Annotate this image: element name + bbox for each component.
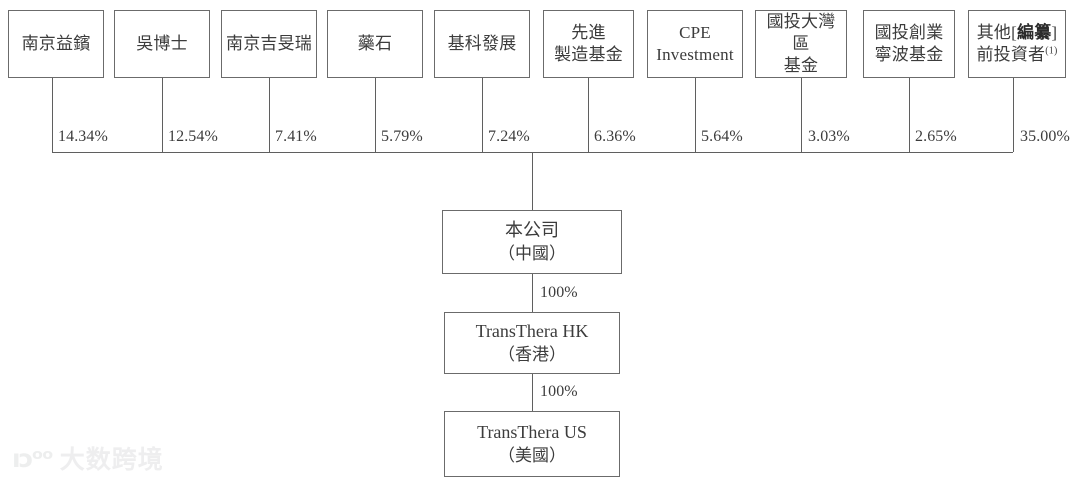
entity-box-transthera-hk[interactable]: TransThera HK （香港） [444, 312, 620, 374]
shareholder-footnote-marker-9: (1) [1045, 45, 1058, 57]
percent-label-2: 7.41% [275, 128, 317, 145]
shareholder-label-7-line1: 國投大灣區 [766, 12, 836, 54]
connector-drop-6 [695, 78, 696, 152]
shareholder-label-5-line2: 製造基金 [554, 45, 623, 64]
connector-drop-9 [1013, 78, 1014, 152]
shareholder-label-9-redaction-tag: 編纂 [1017, 23, 1052, 43]
entity-name-company: 本公司 [505, 220, 559, 241]
shareholder-label-6-line1: CPE [679, 23, 711, 43]
shareholder-box-4[interactable]: 基科發展 [434, 10, 530, 78]
connector-hk-to-us [532, 374, 533, 411]
shareholder-box-2[interactable]: 南京吉旻瑞 [221, 10, 317, 78]
shareholder-box-6[interactable]: CPE Investment [647, 10, 743, 78]
shareholder-box-0[interactable]: 南京益鑌 [8, 10, 104, 78]
connector-drop-1 [162, 78, 163, 152]
connector-drop-7 [801, 78, 802, 152]
entity-name-transthera-us: TransThera US [477, 422, 587, 443]
connector-drop-5 [588, 78, 589, 152]
watermark-text: 大数跨境 [59, 445, 164, 474]
shareholder-label-4: 基科發展 [447, 34, 517, 54]
shareholder-label-8-line1: 國投創業 [874, 23, 944, 43]
connector-drop-3 [375, 78, 376, 152]
entity-box-company[interactable]: 本公司 （中國） [442, 210, 622, 274]
connector-company-to-hk [532, 274, 533, 312]
ownership-label-company-to-hk: 100% [540, 284, 578, 301]
percent-label-7: 3.03% [808, 128, 850, 145]
percent-label-1: 12.54% [168, 128, 218, 145]
entity-name-transthera-hk: TransThera HK [475, 321, 589, 342]
connector-bus-to-company [532, 152, 533, 210]
entity-box-transthera-us[interactable]: TransThera US （美國） [444, 411, 620, 477]
shareholder-label-5-line1: 先進 [571, 23, 606, 43]
percent-label-5: 6.36% [594, 128, 636, 145]
connector-drop-8 [909, 78, 910, 152]
ownership-label-hk-to-us: 100% [540, 383, 578, 400]
shareholder-label-7-line2: 基金 [783, 55, 819, 75]
watermark-logo-icon: ıɔᵒᵒ [12, 443, 54, 473]
connector-drop-4 [482, 78, 483, 152]
shareholder-label-9-line2: 前投資者 [976, 45, 1046, 64]
connector-drop-0 [52, 78, 53, 152]
shareholder-label-1: 吳博士 [136, 34, 188, 54]
percent-label-8: 2.65% [915, 128, 957, 145]
shareholder-box-3[interactable]: 藥石 [327, 10, 423, 78]
watermark: ıɔᵒᵒ 大数跨境 [12, 440, 164, 476]
percent-label-0: 14.34% [58, 128, 108, 145]
shareholder-label-9-bracket-open: [ [1011, 23, 1017, 43]
shareholder-label-9-prefix: 其他 [976, 23, 1012, 43]
shareholder-box-9[interactable]: 其他[編纂] 前投資者(1) [968, 10, 1066, 78]
shareholder-label-0: 南京益鑌 [21, 34, 91, 54]
shareholder-box-5[interactable]: 先進 製造基金 [543, 10, 634, 78]
shareholder-label-8-line2: 寧波基金 [874, 45, 944, 64]
percent-label-3: 5.79% [381, 128, 423, 145]
entity-jurisdiction-company: （中國） [498, 243, 566, 263]
shareholder-box-1[interactable]: 吳博士 [114, 10, 210, 78]
shareholder-label-9-bracket-close: ] [1051, 23, 1058, 43]
shareholder-box-8[interactable]: 國投創業 寧波基金 [863, 10, 955, 78]
connector-drop-2 [269, 78, 270, 152]
entity-jurisdiction-transthera-us: （美國） [498, 445, 566, 465]
shareholder-label-2: 南京吉旻瑞 [226, 34, 312, 54]
percent-label-6: 5.64% [701, 128, 743, 145]
shareholder-box-7[interactable]: 國投大灣區 基金 [755, 10, 847, 78]
entity-jurisdiction-transthera-hk: （香港） [498, 344, 566, 364]
percent-label-4: 7.24% [488, 128, 530, 145]
percent-label-9: 35.00% [1020, 128, 1070, 145]
shareholder-label-3: 藥石 [357, 34, 393, 54]
shareholder-label-6-line2: Investment [656, 45, 734, 64]
